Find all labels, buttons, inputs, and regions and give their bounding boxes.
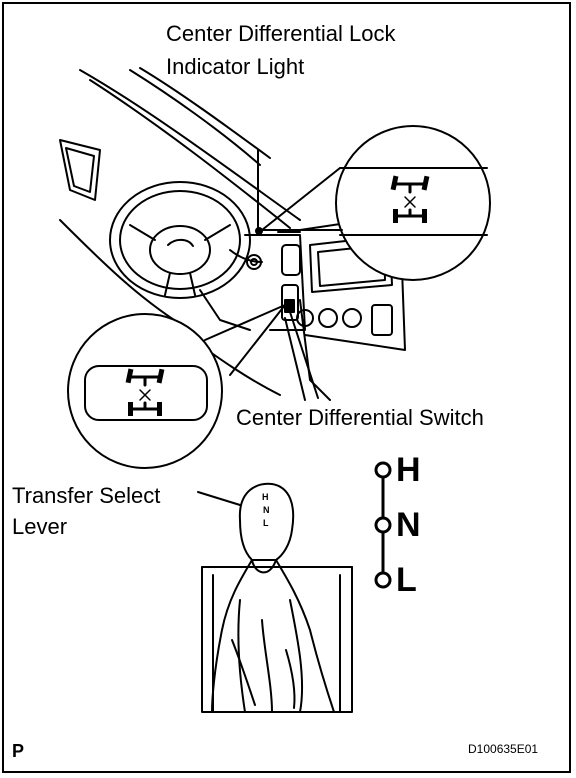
knob-letter-l: L bbox=[263, 518, 269, 528]
indicator-label-line2: Indicator Light bbox=[166, 54, 305, 79]
switch-callout bbox=[67, 304, 319, 469]
knob-letter-h: H bbox=[262, 492, 269, 502]
gear-position-h: H bbox=[396, 451, 421, 489]
diff-lock-icon-indicator bbox=[390, 175, 430, 223]
diff-lock-icon-switch bbox=[125, 368, 165, 416]
corner-mark: P bbox=[12, 741, 25, 761]
steering-wheel bbox=[109, 181, 251, 331]
knob-letter-n: N bbox=[263, 505, 270, 515]
indicator-callout bbox=[255, 125, 491, 281]
indicator-label-line1: Center Differential Lock bbox=[166, 21, 396, 46]
switch-label: Center Differential Switch bbox=[236, 405, 484, 430]
figure-frame bbox=[2, 2, 571, 773]
lever-label-line2: Lever bbox=[12, 514, 68, 539]
gear-position-l: L bbox=[396, 561, 417, 599]
gear-position-n: N bbox=[396, 506, 421, 544]
gear-position-diagram bbox=[374, 461, 392, 589]
transfer-lever bbox=[197, 482, 353, 713]
figure-code: D100635E01 bbox=[468, 742, 539, 756]
lever-label-line1: Transfer Select bbox=[12, 483, 163, 509]
